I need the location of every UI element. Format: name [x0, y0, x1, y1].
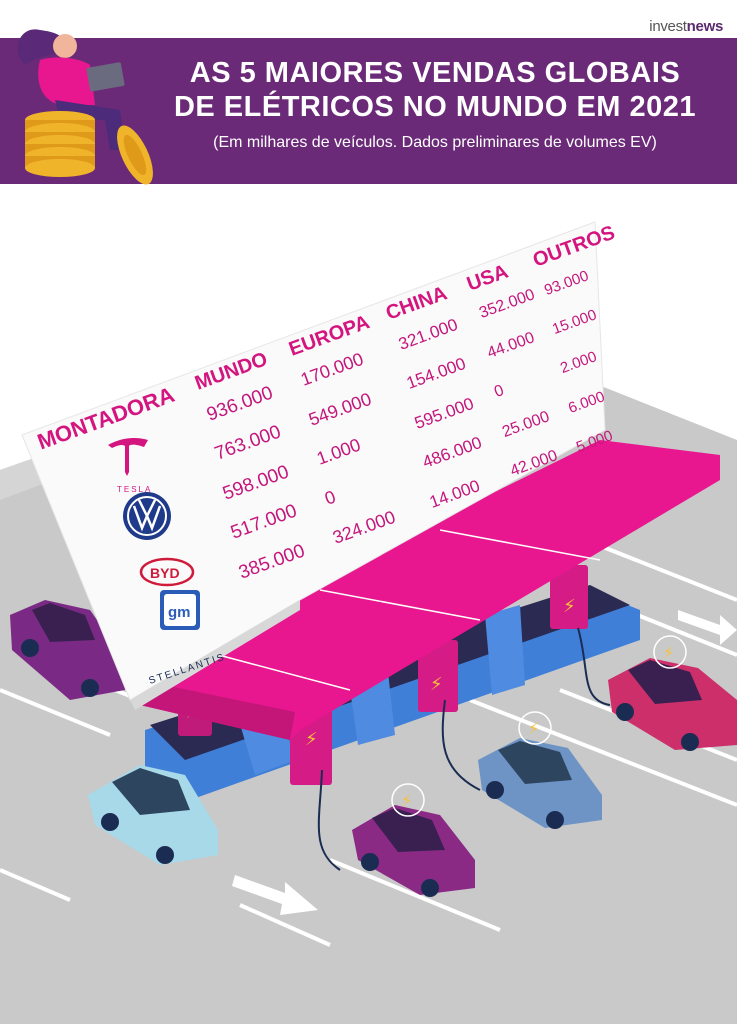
byd-logo-icon: BYD: [139, 557, 195, 587]
woman-on-coins-illustration: [17, 29, 153, 185]
svg-text:⚡: ⚡: [430, 674, 443, 695]
svg-text:BYD: BYD: [150, 565, 180, 581]
svg-text:⚡: ⚡: [528, 719, 539, 738]
svg-text:⚡: ⚡: [563, 596, 576, 617]
svg-text:⚡: ⚡: [401, 791, 412, 810]
svg-text:TESLA: TESLA: [117, 485, 152, 494]
svg-text:⚡: ⚡: [305, 729, 318, 750]
gm-logo-icon: gm: [160, 590, 200, 630]
title-banner: [0, 38, 737, 184]
page-subtitle: (Em milhares de veículos. Dados prelimin…: [213, 134, 657, 151]
svg-text:STELLANTIS: STELLANTIS: [148, 652, 228, 687]
stellantis-logo-icon: STELLANTIS: [148, 652, 228, 687]
svg-text:gm: gm: [168, 604, 191, 621]
volkswagen-logo-icon: [123, 492, 171, 540]
investnews-logo: investnews: [649, 18, 723, 35]
page-title: AS 5 MAIORES VENDAS GLOBAIS DE ELÉTRICOS…: [173, 57, 697, 123]
svg-text:⚡: ⚡: [663, 643, 674, 662]
tesla-logo-icon: TESLA: [108, 437, 152, 494]
car-illustration: [10, 600, 737, 897]
